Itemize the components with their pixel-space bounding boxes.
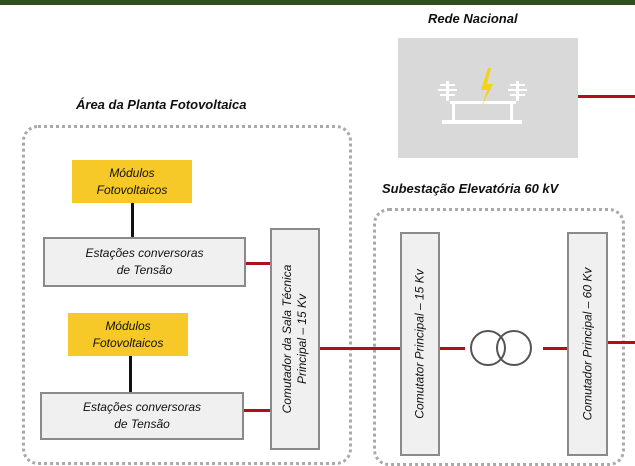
substation-title: Subestação Elevatória 60 kV	[382, 181, 559, 196]
main-room-switch-15kv: Comutador da Sala Técnica Principal – 15…	[270, 228, 320, 450]
module-1-connector	[131, 203, 134, 238]
main-switch-15kv-label: Comutator Principal – 15 Kv	[412, 269, 427, 419]
switch-to-substation-line	[320, 347, 400, 350]
switch60-out-line	[608, 341, 635, 344]
main-switch-15kv: Comutator Principal – 15 Kv	[400, 232, 440, 456]
converter-station-2-line1: Estações conversoras	[82, 400, 202, 414]
pv-modules-1-line1: Módulos	[109, 165, 155, 180]
converter-station-2: Estações conversoras de Tensão	[40, 392, 244, 440]
station-2-to-switch-line	[244, 409, 270, 412]
main-room-switch-label: Comutador da Sala Técnica Principal – 15…	[280, 265, 310, 414]
converter-station-1-line1: Estações conversoras	[85, 246, 204, 260]
plant-area-title: Área da Planta Fotovoltaica	[76, 97, 247, 112]
main-switch-60kv-label: Comutador Principal – 60 Kv	[580, 267, 594, 421]
station-1-to-switch-line	[246, 262, 270, 265]
pv-modules-2-line1: Módulos	[105, 318, 151, 333]
pv-modules-1: Módulos Fotovoltaicos	[72, 160, 192, 203]
transformer-icon	[470, 330, 532, 366]
converter-station-1-line2: de Tensão	[116, 263, 173, 277]
top-border	[0, 0, 635, 5]
national-grid-title: Rede Nacional	[428, 11, 518, 26]
pv-modules-1-line2: Fotovoltaicos	[96, 182, 168, 197]
converter-station-2-line2: de Tensão	[114, 417, 170, 431]
main-room-switch-line2: Principal – 15 Kv	[295, 293, 309, 385]
pv-modules-2-line2: Fotovoltaicos	[92, 335, 164, 350]
converter-station-1: Estações conversoras de Tensão	[43, 237, 246, 287]
main-switch-60kv: Comutador Principal – 60 Kv	[567, 232, 608, 456]
grid-feed-line	[578, 95, 635, 98]
module-2-connector	[129, 355, 132, 392]
pv-modules-2: Módulos Fotovoltaicos	[68, 313, 188, 356]
main-room-switch-line1: Comutador da Sala Técnica	[280, 264, 294, 414]
substation-tower-icon	[438, 68, 527, 124]
national-grid-image	[398, 38, 578, 158]
transformer-to-switch60-line	[543, 347, 567, 350]
switch15-to-transformer-line	[440, 347, 465, 350]
